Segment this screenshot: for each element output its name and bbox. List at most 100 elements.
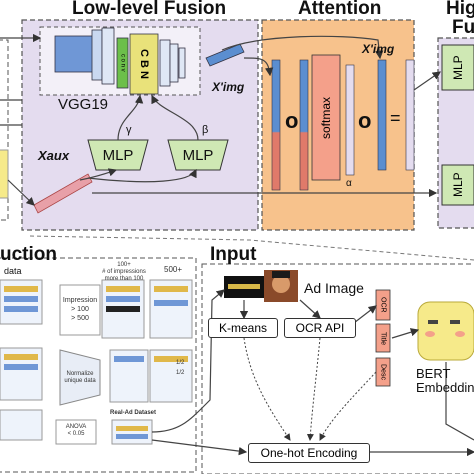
- vgg-map-2: [101, 27, 115, 85]
- bert-label-1: BERT: [416, 366, 451, 381]
- mlp-left-label: MLP: [102, 146, 134, 164]
- data-thumb-6b: [154, 356, 188, 362]
- conv-label: c o n v: [119, 54, 126, 72]
- construction-title: uction: [0, 244, 57, 265]
- arrow-dataset-to-onehot: [151, 439, 248, 456]
- data-thumb-2c: [106, 296, 140, 302]
- dataset-box: [111, 419, 153, 445]
- attn-vec-left: [271, 59, 281, 191]
- badge-b: 1/2: [176, 370, 185, 376]
- arrow-left-to-aux: [7, 179, 35, 206]
- arrow-image-to-ocr: [299, 299, 321, 319]
- high-level-title-2: Fu: [452, 17, 474, 38]
- dotted-ocr: [306, 337, 321, 441]
- data-thumb-7: [0, 409, 43, 441]
- bert-eye-r: [450, 320, 460, 324]
- ad-image-face-hair: [272, 271, 290, 278]
- alpha-vector: [345, 64, 355, 176]
- arrow-aux-to-mlp-right: [87, 168, 197, 183]
- softmax-label: softmax: [319, 96, 333, 139]
- mlp-left-shape: [87, 139, 149, 171]
- vgg-map-3: [159, 39, 171, 87]
- dataset-box-c: [116, 434, 148, 439]
- arrow-attn-to-high: [413, 71, 441, 91]
- data-thumb-1b: [4, 286, 38, 292]
- beta-label: β: [202, 124, 209, 136]
- desc-tag-label: Desc: [379, 364, 387, 380]
- ocr-api-box: OCR API: [284, 318, 356, 338]
- ximg-vector: [205, 43, 245, 67]
- mlp-right-shape: [167, 139, 229, 171]
- data-thumb-2b: [106, 286, 140, 292]
- ad-image-face-head: [272, 275, 290, 293]
- data-thumb-5b: [114, 356, 144, 362]
- result-vector: [405, 59, 415, 171]
- dataset-label: Real-Ad Dataset: [109, 410, 156, 416]
- xaux-bar: [33, 173, 93, 214]
- vgg-map-5: [178, 47, 186, 79]
- title-tag-label: Title: [379, 331, 387, 345]
- gamma-label: γ: [126, 124, 132, 136]
- bert-label-2: Embeddin: [416, 380, 474, 395]
- conv-block: [116, 37, 129, 89]
- arrow-bert-down: [445, 362, 474, 441]
- vgg-input-map: [54, 35, 94, 73]
- input-panel: [201, 263, 474, 474]
- vgg-map-1: [91, 29, 103, 81]
- mlp-high-top-shape: [441, 44, 474, 91]
- attn-vec-softmax-in: [299, 59, 309, 191]
- ad-image-banner-text: [228, 284, 260, 289]
- divider-line: [29, 235, 474, 261]
- normalize-label: Normalize unique data: [64, 371, 96, 384]
- data-thumb-3c: [154, 300, 188, 306]
- arrow-dataset-to-input: [151, 289, 225, 433]
- dotted-tags: [319, 371, 377, 441]
- arrow-tags-to-bert: [391, 328, 420, 339]
- onehot-box: One-hot Encoding: [248, 443, 370, 463]
- odot-right: o: [358, 108, 372, 133]
- arrow-ximg-over: [221, 35, 384, 60]
- data-thumb-4b: [4, 354, 38, 360]
- xaux-label: Xaux: [38, 148, 70, 163]
- badge-a: 1/2: [176, 360, 185, 366]
- impression-box: [59, 284, 101, 336]
- data-thumb-1d: [4, 306, 38, 312]
- ocr-tag-label: OCR: [379, 297, 387, 313]
- data-thumb-2d: [106, 306, 140, 312]
- left-edge-yellow: [0, 149, 9, 199]
- cbn-label: C B N: [138, 49, 150, 79]
- impression-rule: Impression > 100 > 500: [62, 297, 98, 322]
- kmeans-box: K-means: [208, 318, 278, 338]
- bert-cheek-l: [425, 331, 435, 337]
- arrow-mlp-right-to-cbn: [151, 94, 199, 141]
- data-thumb-4c: [4, 364, 38, 370]
- bert-eye-l: [428, 320, 438, 324]
- ad-image-label: Ad Image: [304, 280, 364, 296]
- ximg-attn-vector: [377, 59, 387, 171]
- impressions-label: 100+ # of impressions more than 100: [102, 262, 146, 282]
- anova-label: ANOVA < 0.05: [65, 424, 87, 437]
- attention-title: Attention: [298, 0, 382, 19]
- cbn-block: [129, 33, 159, 95]
- input-title: Input: [210, 244, 257, 265]
- left-edge-panel: [0, 39, 9, 221]
- high-level-title: Hig: [446, 0, 474, 19]
- dataset-box-b: [116, 426, 148, 431]
- vgg-map-4: [169, 43, 179, 83]
- bert-face: [417, 301, 474, 361]
- mlp-high-bottom-shape: [441, 164, 474, 206]
- alpha-label: α: [346, 178, 352, 189]
- mlp-high-bottom-label: MLP: [451, 172, 465, 198]
- data-thumb-3b: [154, 286, 188, 292]
- low-level-fusion-title: Low-level Fusion: [72, 0, 227, 19]
- dotted-kmeans: [243, 337, 291, 441]
- mlp-right-label: MLP: [182, 146, 214, 164]
- softmax-box: [311, 54, 341, 181]
- ximg-label: X'img: [212, 80, 245, 94]
- equals-label: =: [390, 108, 401, 128]
- anova-box: [55, 419, 97, 445]
- arrow-ximg-to-attn: [243, 57, 274, 77]
- data-thumb-1c: [4, 296, 38, 302]
- label-500: 500+: [164, 265, 183, 274]
